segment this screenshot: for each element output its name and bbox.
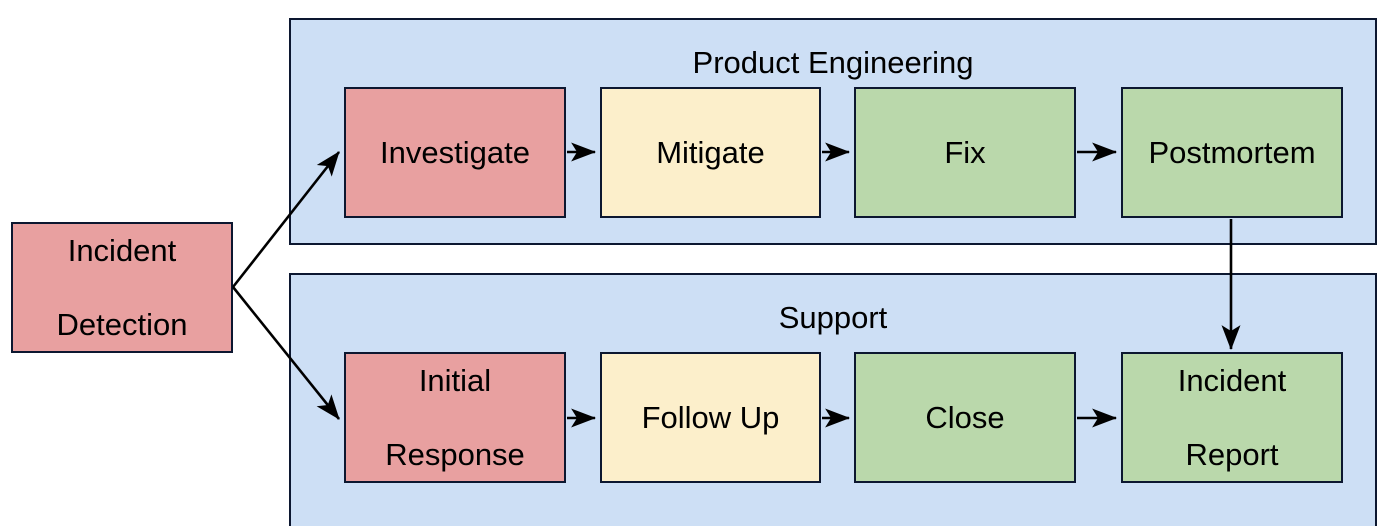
node-label-line1: Incident <box>1177 363 1287 398</box>
node-label-postmortem: Postmortem <box>1148 135 1316 170</box>
node-label-line1: Incident <box>67 233 177 268</box>
node-investigate[interactable]: Investigate <box>344 87 566 218</box>
node-fix[interactable]: Fix <box>854 87 1076 218</box>
node-label-mitigate: Mitigate <box>656 135 765 170</box>
connector-detection-to-initial-response <box>231 286 341 420</box>
node-close[interactable]: Close <box>854 352 1076 483</box>
node-label-line1: Initial <box>418 363 492 398</box>
node-mitigate[interactable]: Mitigate <box>600 87 821 218</box>
node-label-line2: Response <box>385 437 525 472</box>
swimlane-title-support: Support <box>778 300 888 335</box>
node-postmortem[interactable]: Postmortem <box>1121 87 1343 218</box>
connector-detection-to-investigate <box>231 151 341 288</box>
node-label-close: Close <box>925 400 1005 435</box>
node-label-line2: Report <box>1185 437 1279 472</box>
node-label-follow-up: Follow Up <box>641 400 780 435</box>
node-label-investigate: Investigate <box>380 135 530 170</box>
swimlane-title-product-engineering: Product Engineering <box>692 45 974 80</box>
node-label-fix: Fix <box>944 135 986 170</box>
node-label-line2: Detection <box>56 307 188 342</box>
node-follow-up[interactable]: Follow Up <box>600 352 821 483</box>
